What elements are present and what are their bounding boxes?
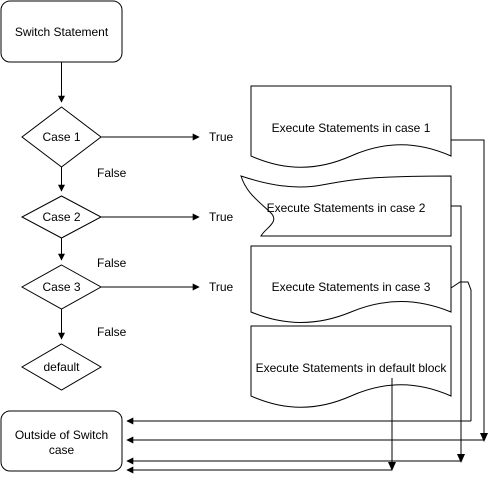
decision-case3-label: Case 3 xyxy=(42,280,80,294)
connector-case3-down xyxy=(450,281,472,421)
decision-case3: Case 3 xyxy=(20,264,103,310)
action-case2-shape xyxy=(240,175,452,237)
action-default-shape xyxy=(250,325,452,408)
decision-default: default xyxy=(21,343,102,391)
action-case3-label: Execute Statements in case 3 xyxy=(272,280,431,294)
arrowhead-default-down xyxy=(388,462,396,471)
start-box: Switch Statement xyxy=(0,0,123,63)
connector-case2-down xyxy=(451,205,462,461)
decision-case1: Case 1 xyxy=(21,106,102,168)
decision-default-label: default xyxy=(43,360,80,374)
true-label-case2: True xyxy=(209,210,234,224)
decision-default-diamond xyxy=(21,343,102,391)
decision-case1-label: Case 1 xyxy=(42,130,80,144)
end-label-line2: case xyxy=(49,443,75,457)
start-label: Switch Statement xyxy=(15,25,109,39)
action-case3-shape xyxy=(250,245,452,323)
action-default-label: Execute Statements in default block xyxy=(256,361,448,375)
true-label-case1: True xyxy=(209,130,234,144)
action-case1: Execute Statements in case 1 xyxy=(250,85,452,168)
false-label-case1: False xyxy=(97,166,127,180)
decision-case2-label: Case 2 xyxy=(42,210,80,224)
action-case3: Execute Statements in case 3 xyxy=(250,245,452,323)
action-case1-label: Execute Statements in case 1 xyxy=(272,121,431,135)
connector-case1-down xyxy=(451,139,485,440)
action-case1-shape xyxy=(250,85,452,168)
action-case2-label: Execute Statements in case 2 xyxy=(267,201,426,215)
arrowhead-case2-down xyxy=(457,454,465,463)
action-default: Execute Statements in default block xyxy=(250,325,452,408)
false-label-case3: False xyxy=(97,325,127,339)
true-label-case3: True xyxy=(209,280,234,294)
end-box: Outside of Switch case xyxy=(0,410,123,472)
decision-case2: Case 2 xyxy=(20,195,103,239)
false-label-case2: False xyxy=(97,256,127,270)
action-case2: Execute Statements in case 2 xyxy=(240,175,452,237)
end-rect xyxy=(0,410,123,472)
end-label-line1: Outside of Switch xyxy=(15,428,108,442)
arrowhead-case1-down xyxy=(480,433,488,442)
